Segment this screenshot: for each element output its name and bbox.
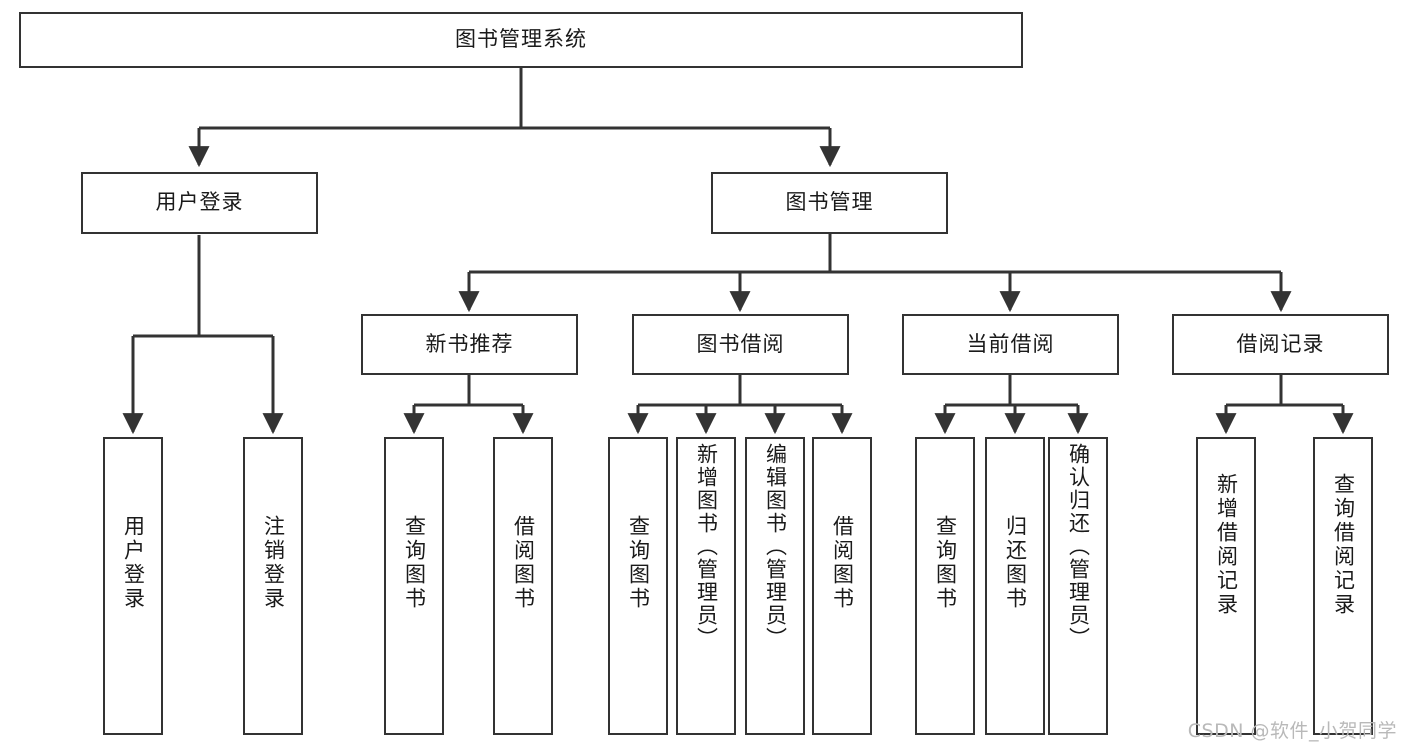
node-leaf-query-record[interactable]: 查询借阅记录 (1313, 437, 1373, 735)
node-leaf-edit-book-label: 编辑图书（管理员） (763, 443, 788, 650)
watermark-text: CSDN @软件_小贺同学 (1187, 720, 1397, 742)
node-root[interactable]: 图书管理系统 (19, 12, 1023, 68)
node-leaf-confirm-return[interactable]: 确认归还（管理员） (1048, 437, 1108, 735)
node-book-manage-label: 图书管理 (785, 190, 874, 215)
node-leaf-query-book-3-label: 查询图书 (933, 515, 958, 611)
node-leaf-query-book-1-label: 查询图书 (402, 515, 427, 611)
node-leaf-logout[interactable]: 注销登录 (243, 437, 303, 735)
node-new-book-recommend[interactable]: 新书推荐 (361, 314, 578, 375)
node-user-login[interactable]: 用户登录 (81, 172, 318, 234)
node-leaf-return-book-label: 归还图书 (1003, 515, 1028, 611)
node-leaf-borrow-book-2-label: 借阅图书 (830, 515, 855, 611)
node-leaf-query-book-3[interactable]: 查询图书 (915, 437, 975, 735)
node-leaf-query-book-2[interactable]: 查询图书 (608, 437, 668, 735)
node-leaf-user-login-label: 用户登录 (121, 515, 146, 611)
node-borrow-record[interactable]: 借阅记录 (1172, 314, 1389, 375)
node-leaf-borrow-book-1-label: 借阅图书 (511, 515, 536, 611)
node-borrow-record-label: 借阅记录 (1236, 331, 1325, 356)
node-leaf-user-login[interactable]: 用户登录 (103, 437, 163, 735)
node-book-manage[interactable]: 图书管理 (711, 172, 948, 234)
node-leaf-add-book-label: 新增图书（管理员） (694, 443, 719, 650)
node-current-borrow[interactable]: 当前借阅 (902, 314, 1119, 375)
node-leaf-borrow-book-1[interactable]: 借阅图书 (493, 437, 553, 735)
node-user-login-label: 用户登录 (155, 190, 244, 215)
node-new-book-recommend-label: 新书推荐 (425, 331, 514, 356)
node-leaf-add-book[interactable]: 新增图书（管理员） (676, 437, 736, 735)
node-book-borrow[interactable]: 图书借阅 (632, 314, 849, 375)
node-leaf-borrow-book-2[interactable]: 借阅图书 (812, 437, 872, 735)
node-leaf-add-record[interactable]: 新增借阅记录 (1196, 437, 1256, 735)
node-leaf-add-record-label: 新增借阅记录 (1214, 473, 1239, 617)
node-leaf-edit-book[interactable]: 编辑图书（管理员） (745, 437, 805, 735)
node-leaf-logout-label: 注销登录 (261, 515, 286, 611)
node-leaf-query-book-2-label: 查询图书 (626, 515, 651, 611)
node-leaf-query-book-1[interactable]: 查询图书 (384, 437, 444, 735)
node-book-borrow-label: 图书借阅 (696, 331, 785, 356)
node-leaf-query-record-label: 查询借阅记录 (1331, 473, 1356, 617)
node-current-borrow-label: 当前借阅 (966, 331, 1055, 356)
node-leaf-return-book[interactable]: 归还图书 (985, 437, 1045, 735)
node-root-label: 图书管理系统 (455, 27, 587, 52)
node-leaf-confirm-return-label: 确认归还（管理员） (1066, 443, 1091, 650)
